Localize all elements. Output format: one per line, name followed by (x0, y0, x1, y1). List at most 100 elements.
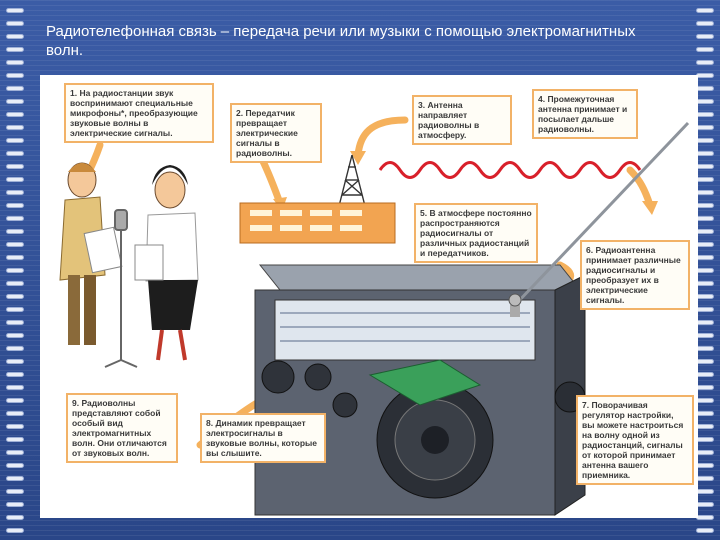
binding-ring (6, 476, 24, 481)
binding-ring (6, 190, 24, 195)
radio-receiver (254, 121, 690, 516)
binding-ring (696, 21, 714, 26)
binding-ring (696, 476, 714, 481)
binding-ring (6, 320, 24, 325)
binding-ring (6, 73, 24, 78)
radio-wave (378, 161, 642, 179)
binding-ring (696, 125, 714, 130)
binding-ring (696, 47, 714, 52)
binding-ring (696, 268, 714, 273)
binding-ring (696, 424, 714, 429)
binding-ring (696, 385, 714, 390)
binding-ring (696, 229, 714, 234)
binding-ring (696, 398, 714, 403)
binding-ring (696, 333, 714, 338)
binding-ring (696, 99, 714, 104)
binding-ring (6, 138, 24, 143)
binding-ring (696, 164, 714, 169)
callout-4-relay-antenna: 4. Промежуточная антенна принимает и пос… (532, 89, 638, 139)
binding-ring (6, 268, 24, 273)
binding-ring (696, 216, 714, 221)
callout-5-atmosphere: 5. В атмосфере постоянно распространяютс… (414, 203, 538, 263)
binding-ring (696, 60, 714, 65)
spiral-binding-left (0, 0, 30, 540)
binding-ring (696, 242, 714, 247)
binding-ring (6, 8, 24, 13)
slide-title: Радиотелефонная связь – передача речи ил… (46, 23, 636, 59)
binding-ring (6, 47, 24, 52)
binding-ring (696, 294, 714, 299)
binding-ring (6, 528, 24, 533)
transmitter-building (239, 202, 396, 244)
binding-ring (6, 242, 24, 247)
binding-ring (696, 346, 714, 351)
microphone-stand (104, 209, 138, 368)
binding-ring (696, 307, 714, 312)
binding-ring (6, 437, 24, 442)
binding-ring (696, 372, 714, 377)
binding-ring (6, 60, 24, 65)
binding-ring (6, 177, 24, 182)
binding-ring (696, 8, 714, 13)
binding-ring (6, 385, 24, 390)
binding-ring (696, 437, 714, 442)
binding-ring (6, 463, 24, 468)
binding-ring (6, 502, 24, 507)
binding-ring (6, 424, 24, 429)
callout-8-speaker: 8. Динамик превращает электросигналы в з… (200, 413, 326, 463)
binding-ring (6, 99, 24, 104)
binding-ring (696, 255, 714, 260)
binding-ring (696, 86, 714, 91)
binding-ring (6, 86, 24, 91)
binding-ring (6, 411, 24, 416)
binding-ring (6, 216, 24, 221)
woman-figure (134, 165, 199, 361)
binding-ring (6, 346, 24, 351)
binding-ring (6, 281, 24, 286)
man-figure (59, 162, 123, 345)
binding-ring (6, 151, 24, 156)
binding-ring (696, 203, 714, 208)
binding-ring (6, 21, 24, 26)
binding-ring (6, 450, 24, 455)
binding-ring (6, 125, 24, 130)
binding-ring (696, 320, 714, 325)
binding-ring (696, 515, 714, 520)
binding-ring (6, 112, 24, 117)
binding-ring (6, 489, 24, 494)
binding-ring (6, 294, 24, 299)
binding-ring (696, 281, 714, 286)
callout-7-tuning: 7. Поворачивая регулятор настройки, вы м… (576, 395, 694, 485)
binding-ring (696, 450, 714, 455)
callout-1-microphones: 1. На радиостанции звук воспринимают спе… (64, 83, 214, 143)
binding-ring (6, 229, 24, 234)
binding-ring (696, 502, 714, 507)
binding-ring (696, 489, 714, 494)
binding-ring (6, 164, 24, 169)
binding-ring (696, 190, 714, 195)
arrow-3 (354, 116, 409, 159)
binding-ring (696, 177, 714, 182)
binding-ring (6, 372, 24, 377)
binding-ring (696, 411, 714, 416)
binding-ring (696, 463, 714, 468)
binding-ring (6, 255, 24, 260)
binding-ring (696, 73, 714, 78)
binding-ring (696, 359, 714, 364)
binding-ring (696, 112, 714, 117)
binding-ring (6, 333, 24, 338)
binding-ring (6, 307, 24, 312)
callout-9-radio-waves: 9. Радиоволны представляют собой особый … (66, 393, 178, 463)
binding-ring (696, 138, 714, 143)
antenna-tower (337, 154, 367, 211)
illustration-panel: 1. На радиостанции звук воспринимают спе… (40, 75, 698, 518)
binding-ring (6, 398, 24, 403)
callout-3-antenna: 3. Антенна направляет радиоволны в атмос… (412, 95, 512, 145)
binding-ring (6, 34, 24, 39)
binding-ring (6, 515, 24, 520)
binding-ring (696, 34, 714, 39)
binding-ring (6, 203, 24, 208)
callout-2-transmitter: 2. Передатчик превращает электрические с… (230, 103, 322, 163)
binding-ring (696, 528, 714, 533)
binding-ring (6, 359, 24, 364)
